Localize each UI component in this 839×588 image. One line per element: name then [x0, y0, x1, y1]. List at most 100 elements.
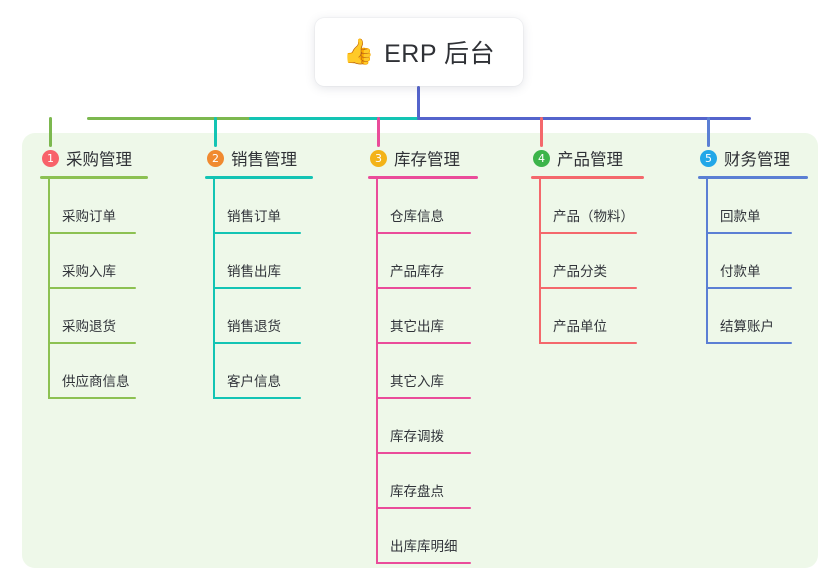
leaf-node[interactable]: 库存调拨	[370, 399, 478, 454]
leaf-node[interactable]: 销售订单	[207, 179, 313, 234]
column-header-rule-4	[531, 176, 644, 179]
column-badge-5: 5	[700, 149, 717, 167]
leaf-label: 采购退货	[62, 319, 116, 334]
column-badge-3: 3	[370, 149, 387, 167]
leaf-label: 仓库信息	[390, 209, 444, 224]
leaf-label: 采购入库	[62, 264, 116, 279]
leaf-node[interactable]: 客户信息	[207, 344, 313, 399]
leaf-node[interactable]: 仓库信息	[370, 179, 478, 234]
leaf-label: 库存盘点	[390, 484, 444, 499]
thumbs-up-icon: 👍	[342, 37, 375, 66]
bus-segment-green	[87, 117, 251, 120]
leaf-label: 供应商信息	[62, 374, 130, 389]
leaf-label: 销售退货	[227, 319, 281, 334]
drop-line-2	[214, 117, 217, 147]
leaf-label: 回款单	[720, 209, 761, 224]
column-spine-5	[706, 179, 708, 344]
column-title-5: 财务管理	[724, 151, 790, 169]
leaf-label: 其它入库	[390, 374, 444, 389]
leaf-label: 销售出库	[227, 264, 281, 279]
root-node[interactable]: 👍 ERP 后台	[315, 18, 523, 86]
column-4[interactable]: 4 产品管理产品（物料） 产品分类产品单位	[529, 145, 644, 344]
column-header-5[interactable]: 5 财务管理	[696, 145, 808, 171]
leaf-rule	[48, 397, 136, 399]
column-header-rule-2	[205, 176, 313, 179]
leaf-node[interactable]: 产品（物料）	[533, 179, 644, 234]
leaf-rule	[48, 287, 136, 289]
leaf-node[interactable]: 结算账户	[700, 289, 808, 344]
leaf-label: 库存调拨	[390, 429, 444, 444]
column-title-4: 产品管理	[557, 151, 623, 169]
column-badge-4: 4	[533, 149, 550, 167]
leaf-label: 销售订单	[227, 209, 281, 224]
column-5[interactable]: 5 财务管理回款单付款单结算账户	[696, 145, 808, 344]
column-header-1[interactable]: 1 采购管理	[38, 145, 148, 171]
leaf-label: 产品单位	[553, 319, 607, 334]
column-title-1: 采购管理	[66, 151, 132, 169]
leaf-rule	[539, 342, 637, 344]
leaf-label: 产品（物料）	[553, 209, 634, 224]
leaf-label: 出库库明细	[390, 539, 458, 554]
root-node-title: ERP 后台	[384, 40, 496, 68]
column-spine-3	[376, 179, 378, 564]
column-header-4[interactable]: 4 产品管理	[529, 145, 644, 171]
leaf-label: 付款单	[720, 264, 761, 279]
leaf-node[interactable]: 供应商信息	[42, 344, 148, 399]
column-1[interactable]: 1 采购管理采购订单采购入库采购退货供应商信息	[38, 145, 148, 399]
column-body-3: 仓库信息产品库存其它出库其它入库库存调拨库存盘点出库库明细	[370, 179, 478, 564]
leaf-rule	[48, 232, 136, 234]
drop-line-4	[540, 117, 543, 147]
leaf-label: 产品库存	[390, 264, 444, 279]
leaf-node[interactable]: 产品库存	[370, 234, 478, 289]
leaf-node[interactable]: 采购订单	[42, 179, 148, 234]
leaf-node[interactable]: 付款单	[700, 234, 808, 289]
leaf-rule	[48, 342, 136, 344]
leaf-node[interactable]: 采购入库	[42, 234, 148, 289]
drop-line-5	[707, 117, 710, 147]
leaf-rule	[213, 342, 301, 344]
drop-line-3	[377, 117, 380, 147]
leaf-node[interactable]: 回款单	[700, 179, 808, 234]
leaf-rule	[706, 232, 792, 234]
leaf-rule	[376, 452, 471, 454]
root-stem-line	[417, 86, 420, 119]
column-body-4: 产品（物料） 产品分类产品单位	[533, 179, 644, 344]
leaf-node[interactable]: 销售出库	[207, 234, 313, 289]
leaf-node[interactable]: 采购退货	[42, 289, 148, 344]
column-badge-1: 1	[42, 149, 59, 167]
leaf-label: 产品分类	[553, 264, 607, 279]
leaf-rule	[213, 287, 301, 289]
column-body-2: 销售订单销售出库销售退货客户信息	[207, 179, 313, 399]
leaf-rule	[213, 397, 301, 399]
leaf-label: 客户信息	[227, 374, 281, 389]
leaf-node[interactable]: 销售退货	[207, 289, 313, 344]
leaf-label: 结算账户	[720, 319, 774, 334]
leaf-rule	[539, 232, 637, 234]
column-header-rule-1	[40, 176, 148, 179]
column-body-5: 回款单付款单结算账户	[700, 179, 808, 344]
leaf-label: 其它出库	[390, 319, 444, 334]
leaf-rule	[376, 507, 471, 509]
leaf-node[interactable]: 库存盘点	[370, 454, 478, 509]
column-title-2: 销售管理	[231, 151, 297, 169]
leaf-node[interactable]: 产品分类	[533, 234, 644, 289]
leaf-node[interactable]: 产品单位	[533, 289, 644, 344]
leaf-node[interactable]: 其它入库	[370, 344, 478, 399]
column-header-rule-3	[368, 176, 478, 179]
column-spine-2	[213, 179, 215, 399]
column-header-rule-5	[698, 176, 808, 179]
drop-line-1	[49, 117, 52, 147]
leaf-node[interactable]: 出库库明细	[370, 509, 478, 564]
bus-segment-teal	[249, 117, 419, 120]
leaf-node[interactable]: 其它出库	[370, 289, 478, 344]
column-spine-1	[48, 179, 50, 399]
leaf-rule	[539, 287, 637, 289]
leaf-rule	[376, 232, 471, 234]
leaf-rule	[376, 562, 471, 564]
leaf-rule	[706, 342, 792, 344]
